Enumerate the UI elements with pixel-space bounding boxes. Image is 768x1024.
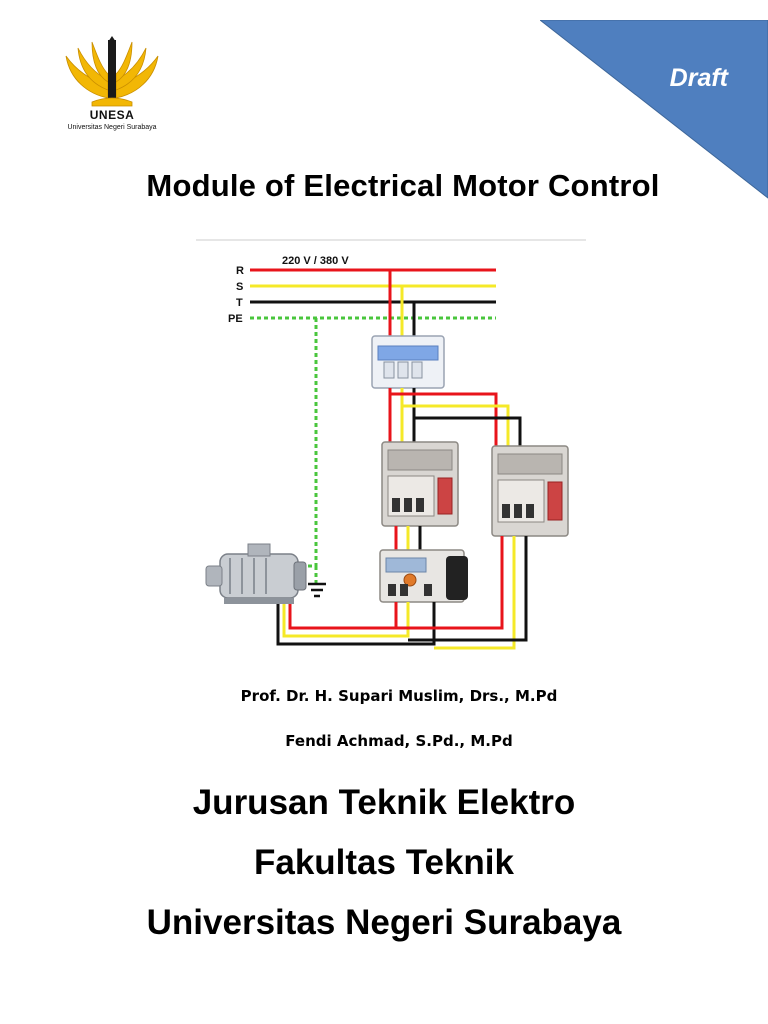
draft-label: Draft — [669, 64, 728, 92]
unesa-logo: UNESA Universitas Negeri Surabaya — [58, 36, 166, 140]
author-2: Fendi Achmad, S.Pd., M.Pd — [285, 732, 513, 750]
draft-banner: Draft — [538, 19, 768, 200]
circuit-breaker — [371, 335, 445, 389]
electric-motor — [205, 543, 307, 604]
phase-label-r: R — [236, 265, 244, 277]
draft-triangle-icon — [538, 19, 768, 199]
unesa-logo-icon — [65, 36, 159, 107]
author-1: Prof. Dr. H. Supari Muslim, Drs., M.Pd — [240, 687, 558, 705]
ground-icon — [308, 582, 326, 598]
contactor-2 — [491, 445, 569, 537]
phase-label-pe: PE — [228, 313, 243, 325]
document-title: Module of Electrical Motor Control — [146, 168, 660, 203]
overload-relay — [379, 549, 468, 603]
supply-label: 220 V / 380 V — [282, 255, 349, 267]
faculty-name: Fakultas Teknik — [253, 843, 514, 882]
contactor-1 — [381, 441, 459, 527]
logo-subtitle: Universitas Negeri Surabaya — [67, 124, 157, 131]
pe-wire — [296, 318, 318, 568]
department-name: Jurusan Teknik Elektro — [192, 783, 576, 822]
wiring-diagram: 220 V / 380 V R S T PE — [190, 236, 600, 656]
logo-name: UNESA — [89, 108, 135, 122]
phase-label-t: T — [236, 297, 243, 309]
phase-label-s: S — [236, 281, 243, 293]
university-name: Universitas Negeri Surabaya — [146, 903, 622, 942]
motor-control-diagram: 220 V / 380 V R S T PE — [196, 239, 586, 650]
